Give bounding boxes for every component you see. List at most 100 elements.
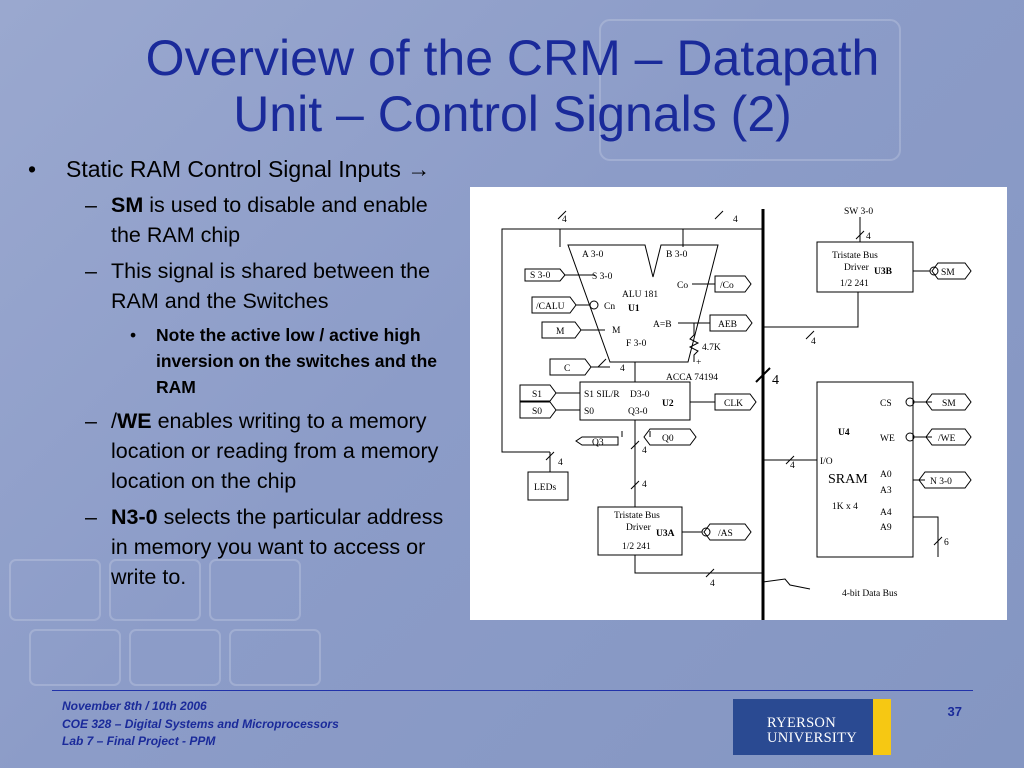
- acca-label: ACCA 74194: [666, 373, 718, 383]
- bullet-text: enables writing to a memory location or …: [111, 409, 439, 493]
- as-label: /AS: [718, 529, 733, 539]
- wire-width-label: 4: [642, 480, 647, 490]
- leds-label: LEDs: [534, 483, 556, 493]
- bus-width-label: 4: [772, 373, 779, 388]
- sram-label: SRAM: [828, 472, 868, 487]
- footer-divider: [52, 690, 973, 691]
- dash-icon: –: [85, 409, 97, 433]
- bullet-dot-icon: •: [130, 325, 137, 345]
- bullet-keyword: N3-0: [111, 505, 158, 529]
- u3a-label: U3A: [656, 529, 675, 539]
- wire-width-label: 4: [710, 579, 715, 589]
- a4-label: A4: [880, 508, 892, 518]
- n30-label: N 3-0: [930, 477, 952, 487]
- bullet-keyword: SM: [111, 193, 144, 217]
- aeb-out-label: AEB: [718, 320, 737, 330]
- io-label: I/O: [820, 457, 833, 467]
- u3b-line1: Tristate Bus: [832, 251, 878, 261]
- bullet-shared-signal: – This signal is shared between the RAM …: [28, 256, 458, 316]
- u2-in-label: S1 SIL/R: [584, 390, 620, 400]
- footer-date: November 8th / 10th 2006: [62, 699, 207, 713]
- s0-label: S0: [532, 407, 542, 417]
- page-number: 37: [947, 704, 962, 719]
- bullet-text: selects the particular address in memory…: [111, 505, 444, 589]
- logo-gold-stripe: [873, 699, 891, 755]
- a0-label: A0: [880, 470, 892, 480]
- u2-d-label: D3-0: [630, 390, 650, 400]
- sram-sm-label: SM: [942, 399, 956, 409]
- s1-label: S1: [532, 390, 542, 400]
- alu-s-label: S 3-0: [592, 272, 613, 282]
- bullet-text: Static RAM Control Signal Inputs: [66, 156, 401, 182]
- slide-title-line-2: Unit – Control Signals (2): [233, 86, 792, 142]
- wire-width-label: 6: [944, 538, 949, 548]
- u2-s0-label: S0: [584, 407, 594, 417]
- alu-a-label: A 3-0: [582, 250, 604, 260]
- co-out-label: /Co: [720, 281, 734, 291]
- bullet-static-ram: • Static RAM Control Signal Inputs →: [28, 154, 458, 184]
- alu-aeb-label: A=B: [653, 320, 672, 330]
- u3b-line3: 1/2 241: [840, 279, 869, 289]
- u3a-line2: Driver: [626, 523, 652, 533]
- sram-size-label: 1K x 4: [832, 502, 858, 512]
- bullet-prefix: /: [111, 409, 117, 433]
- logo-line-1: RYERSON: [767, 715, 836, 731]
- slide-footer: November 8th / 10th 2006 COE 328 – Digit…: [62, 698, 339, 751]
- u3b-label: U3B: [874, 267, 893, 277]
- wire-width-label: 4: [558, 458, 563, 468]
- sm-label: SM: [941, 268, 955, 278]
- clk-label: CLK: [724, 399, 743, 409]
- wire-width-label: 4: [866, 232, 871, 242]
- c-label: C: [564, 364, 570, 374]
- dash-icon: –: [85, 505, 97, 529]
- sw-label: SW 3-0: [844, 207, 873, 217]
- we-label: WE: [880, 434, 895, 444]
- bullet-text: is used to disable and enable the RAM ch…: [111, 193, 428, 247]
- u2-label: U2: [662, 399, 674, 409]
- dash-icon: –: [85, 193, 97, 217]
- wire-width-label: 4: [562, 215, 567, 225]
- schematic-svg: S 3-0 /CALU M C S1 S0 Q3 Q0 LEDs A 3-0 B…: [501, 207, 972, 620]
- footer-course: COE 328 – Digital Systems and Microproce…: [62, 716, 339, 731]
- plus-label: +: [696, 358, 701, 368]
- u3a-line3: 1/2 241: [622, 542, 651, 552]
- a9-label: A9: [880, 523, 892, 533]
- logo-line-2: UNIVERSITY: [767, 730, 857, 746]
- bullet-dot-icon: •: [28, 156, 37, 182]
- bullet-we: – /WE enables writing to a memory locati…: [28, 406, 458, 496]
- alu-cn-label: Cn: [604, 302, 615, 312]
- bullet-sm: – SM is used to disable and enable the R…: [28, 190, 458, 250]
- u3b-line2: Driver: [844, 263, 870, 273]
- bullet-n30: – N3-0 selects the particular address in…: [28, 502, 458, 592]
- s30-label: S 3-0: [530, 271, 551, 281]
- wire-width-label: 4: [733, 215, 738, 225]
- slide-title: Overview of the CRM – Datapath Unit – Co…: [40, 30, 985, 142]
- u4-label: U4: [838, 428, 850, 438]
- alu-label: ALU 181: [622, 290, 658, 300]
- right-arrow-icon: →: [407, 156, 431, 182]
- slide-title-line-1: Overview of the CRM – Datapath: [145, 30, 880, 86]
- alu-b-label: B 3-0: [666, 250, 688, 260]
- cs-label: CS: [880, 399, 892, 409]
- dash-icon: –: [85, 259, 97, 283]
- alu-co-label: Co: [677, 281, 688, 291]
- datapath-schematic: S 3-0 /CALU M C S1 S0 Q3 Q0 LEDs A 3-0 B…: [470, 187, 1007, 620]
- bullet-text: Note the active low / active high invers…: [156, 325, 438, 397]
- alu-f-label: F 3-0: [626, 339, 647, 349]
- wire-width-label: 4: [642, 446, 647, 456]
- bus-name-label: 4-bit Data Bus: [842, 589, 898, 599]
- u1-label: U1: [628, 304, 640, 314]
- we-in-label: /WE: [938, 434, 956, 444]
- bullet-note: • Note the active low / active high inve…: [28, 322, 458, 400]
- wire-width-label: 4: [811, 337, 816, 347]
- wire-width-label: 4: [620, 364, 625, 374]
- wire-width-label: 4: [790, 461, 795, 471]
- m-label: M: [556, 327, 565, 337]
- footer-lab: Lab 7 – Final Project - PPM: [62, 734, 216, 748]
- q3-label: Q3: [592, 438, 604, 448]
- calu-label: /CALU: [536, 302, 565, 312]
- bullet-keyword: WE: [116, 409, 152, 433]
- q0-label: Q0: [662, 434, 674, 444]
- ryerson-logo: RYERSON UNIVERSITY: [733, 699, 891, 755]
